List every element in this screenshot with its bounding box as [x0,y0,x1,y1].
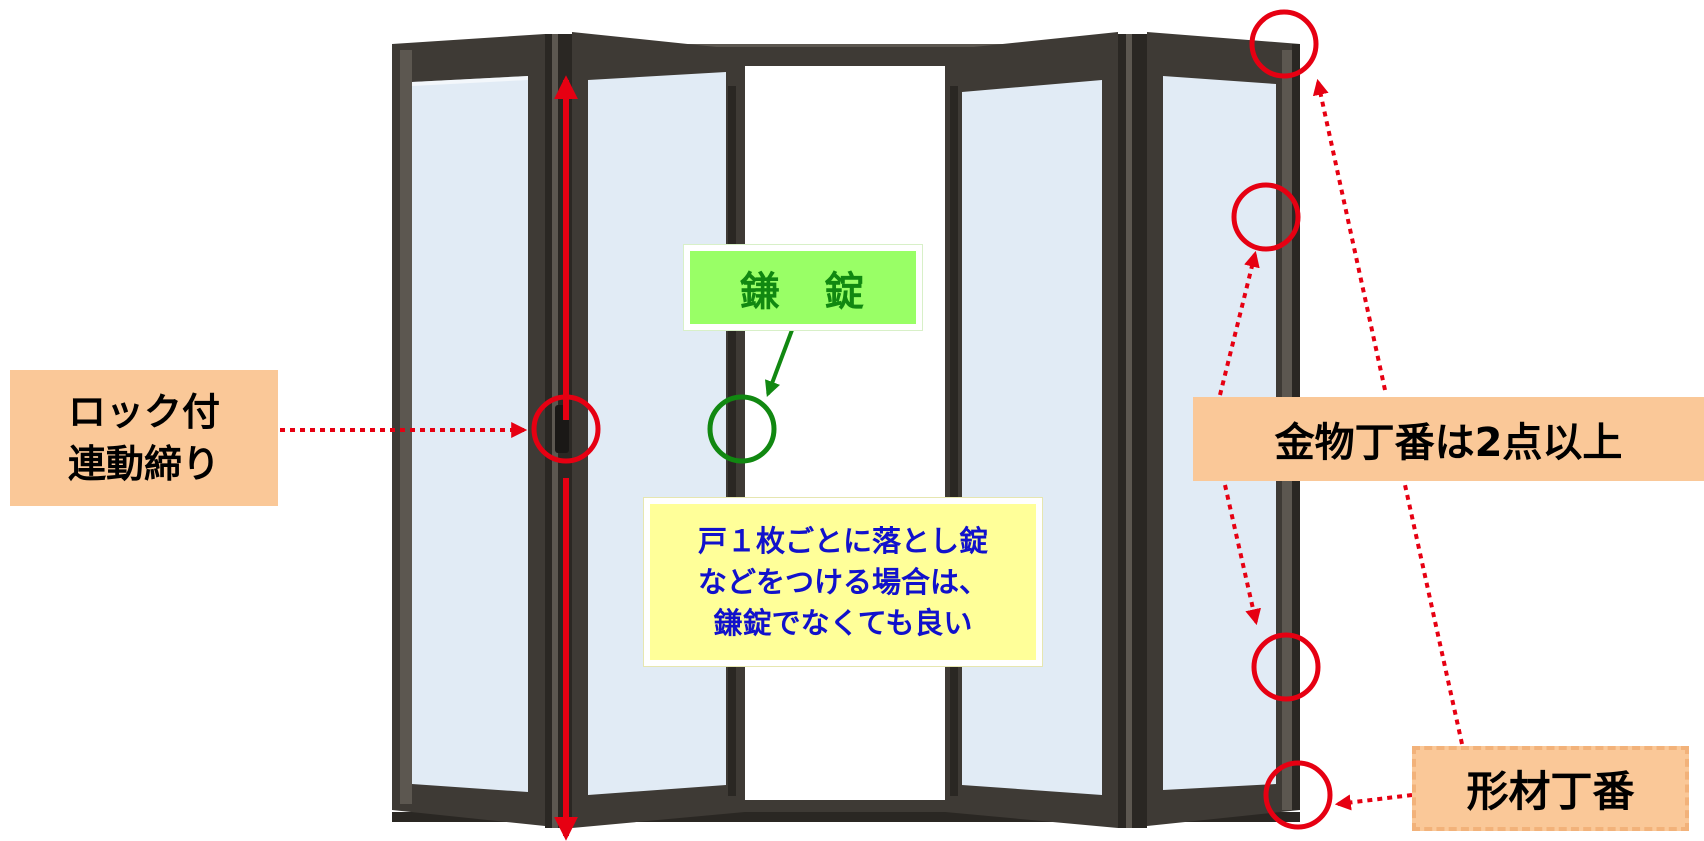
sickle-lock-pointer-arrow [765,321,797,397]
bottom-rail [392,812,1300,822]
profile-hinge-callout: 形材丁番 [1412,746,1689,831]
note-line-3: 鎌錠でなくても良い [713,605,973,640]
note-callout: 戸１枚ごとに落とし錠 などをつける場合は、 鎌錠でなくても良い [643,497,1043,667]
lock-interlock-line-2: 連動締り [67,442,220,486]
note-line-2: などをつける場合は、 [697,564,988,599]
hinge-circle-lower [1251,632,1321,702]
lock-interlock-line-1: ロック付 [67,390,220,434]
metal-hinge-text: 金物丁番は2点以上 [1274,420,1623,466]
hinge-circle-upper [1231,182,1301,252]
opening-bottom-frame [745,800,945,812]
hinge-circle-bottom [1263,760,1333,830]
metal-hinge-pointer-top [1312,78,1387,391]
metal-hinge-pointer-upper [1218,250,1260,396]
metal-hinge-pointer-lower [1223,484,1261,626]
sickle-lock-circle [707,394,777,464]
sickle-lock-text: 鎌 錠 [740,268,866,315]
door-opening [758,60,936,812]
metal-hinge-callout: 金物丁番は2点以上 [1193,397,1704,481]
door-panel-3 [945,32,1118,828]
profile-hinge-pointer-bottom [1334,793,1413,811]
lock-interlock-callout: ロック付 連動締り [10,370,278,506]
profile-hinge-pointer-up [1403,484,1464,745]
hinge-post-right [1118,34,1147,828]
top-rail-highlight [392,44,1300,47]
lock-circle [531,394,601,464]
opening-top-frame [745,58,945,66]
sickle-lock-callout: 鎌 錠 [683,244,923,331]
hinge-circle-top [1249,9,1319,79]
door-panel-1 [392,34,545,826]
profile-hinge-text: 形材丁番 [1466,767,1635,816]
note-line-1: 戸１枚ごとに落とし錠 [697,523,988,558]
